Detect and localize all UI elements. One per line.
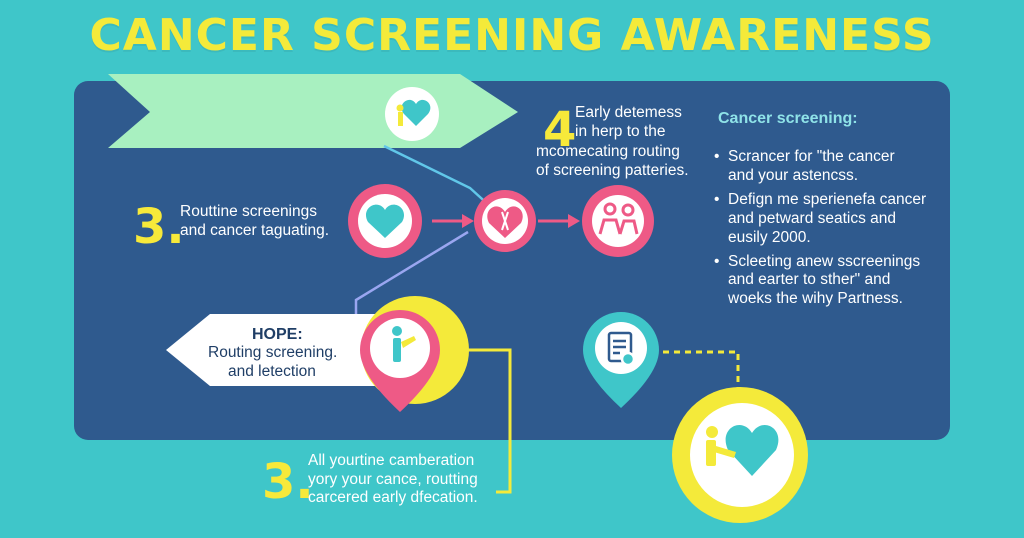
side-bullet-2-line-2: and petward seatics and bbox=[728, 209, 897, 227]
connector-yellow bbox=[456, 348, 512, 494]
heart-care-icon bbox=[706, 424, 779, 476]
hope-ribbon bbox=[166, 314, 420, 386]
side-bullet-3-line-3: woeks the wihy Partness. bbox=[728, 290, 903, 308]
hope-heading: HOPE: bbox=[252, 326, 303, 343]
step-top-number: 4 bbox=[543, 102, 577, 158]
hope-text: HOPE: Routing screening. and letection bbox=[208, 325, 358, 381]
side-bullet-1-line-2: and your astencss. bbox=[728, 166, 859, 184]
side-bullet-3-line-1: Scleeting anew sscreenings bbox=[728, 252, 921, 270]
step-top-line-4: of screening patteries. bbox=[536, 161, 689, 179]
step-bottom-line-1: All yourtine camberation bbox=[308, 452, 475, 469]
side-bullet-2: Defign me sperienefa cancer and petward … bbox=[714, 191, 934, 248]
side-bullet-3-line-2: and earter to sther" and bbox=[728, 271, 891, 289]
side-bullet-3: Scleeting anew sscreenings and earter to… bbox=[714, 253, 934, 310]
heart-icon bbox=[365, 204, 405, 238]
step-left-text: Routtine screenings and cancer taguating… bbox=[180, 203, 345, 240]
hope-line-2: and letection bbox=[228, 362, 316, 380]
step-bottom-number: 3. bbox=[262, 454, 314, 510]
step-top-text-cont: mcomecating routing of screening patteri… bbox=[536, 143, 716, 180]
side-bullet-1: Scrancer for "the cancer and your astenc… bbox=[714, 148, 934, 186]
person-icon bbox=[392, 326, 416, 362]
page-title: CANCER SCREENING AWARENESS bbox=[89, 10, 935, 61]
hope-line-1: Routing screening. bbox=[208, 344, 338, 362]
step-left-line-1: Routtine screenings bbox=[180, 203, 317, 220]
step-bottom-line-2: yory your cance, routting bbox=[308, 470, 478, 488]
side-bullet-2-line-1: Defign me sperienefa cancer bbox=[728, 190, 927, 208]
side-panel-title: Cancer screening: bbox=[718, 110, 858, 127]
people-icon bbox=[598, 202, 639, 235]
step-top-line-1: Early detemess bbox=[575, 104, 682, 121]
top-ribbon bbox=[108, 74, 518, 148]
step-left-number: 3. bbox=[133, 199, 185, 255]
step-top-line-2: in herp to the bbox=[575, 122, 666, 140]
connector-left bbox=[354, 230, 469, 318]
step-top-text: Early detemess in herp to the bbox=[575, 104, 715, 141]
step-top-line-3: mcomecating routing bbox=[536, 143, 680, 160]
step-left-line-2: and cancer taguating. bbox=[180, 221, 330, 239]
heart-hand-icon bbox=[396, 99, 431, 126]
side-bullet-1-line-1: Scrancer for "the cancer bbox=[728, 148, 895, 165]
step-bottom-line-3: carcered early dfecation. bbox=[308, 489, 478, 507]
arrowhead-1 bbox=[462, 214, 474, 228]
step-bottom-text: All yourtine camberation yory your cance… bbox=[308, 452, 498, 508]
side-panel-list: Scrancer for "the cancer and your astenc… bbox=[714, 148, 934, 314]
side-bullet-2-line-3: eusily 2000. bbox=[728, 228, 811, 246]
checklist-icon bbox=[607, 331, 636, 367]
arrowhead-2 bbox=[568, 214, 580, 228]
